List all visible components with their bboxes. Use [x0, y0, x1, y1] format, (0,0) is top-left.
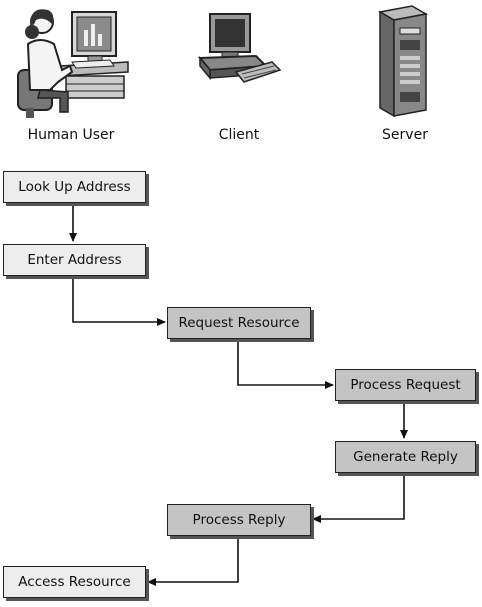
step-generate-reply: Generate Reply: [335, 441, 476, 473]
step-process-reply: Process Reply: [167, 504, 311, 536]
actor-label-server: Server: [382, 127, 428, 143]
human-user-at-computer-icon: [17, 9, 129, 118]
desktop-computer-icon: [197, 13, 282, 83]
client-actor: [196, 0, 286, 120]
step-enter-address: Enter Address: [3, 244, 146, 276]
step-process-request: Process Request: [335, 369, 476, 401]
step-request-resource: Request Resource: [167, 307, 311, 339]
human-user-actor: [10, 0, 130, 120]
arrow-process-reply-to-access: [147, 538, 239, 586]
actor-label-client: Client: [218, 127, 260, 143]
server-rack-icon: [377, 5, 429, 118]
actor-label-human-user: Human User: [27, 127, 115, 143]
arrow-generate-to-process-reply: [312, 476, 405, 523]
step-look-up-address: Look Up Address: [3, 171, 146, 203]
arrow-enter-to-request: [72, 279, 166, 326]
step-access-resource: Access Resource: [3, 566, 146, 598]
server-actor: [374, 0, 434, 120]
arrow-request-to-process-request: [237, 341, 334, 389]
